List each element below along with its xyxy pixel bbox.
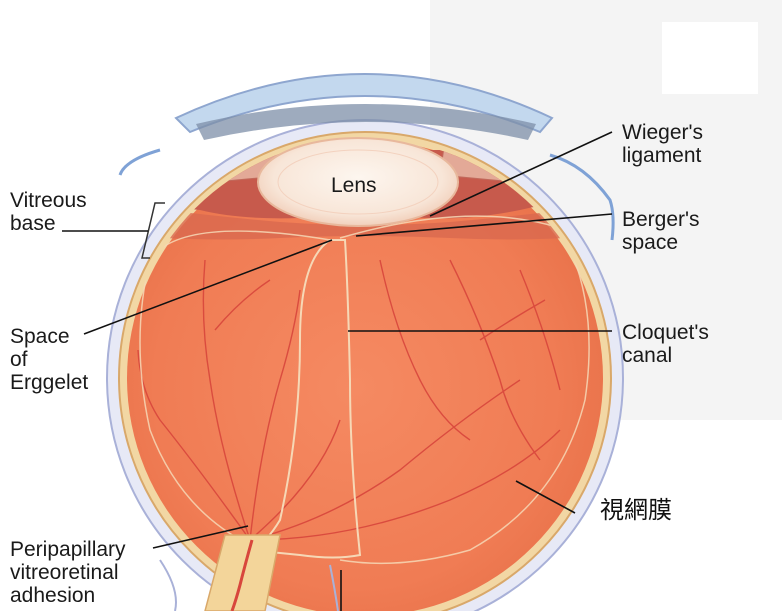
label-peripapillary-adhesion: Peripapillary vitreoretinal adhesion bbox=[10, 538, 126, 607]
label-space-of-erggelet: Space of Erggelet bbox=[10, 325, 88, 394]
label-cloquets-canal: Cloquet's canal bbox=[622, 321, 709, 367]
label-wiegers-ligament: Wieger's ligament bbox=[622, 121, 703, 167]
label-vitreous-base: Vitreous base bbox=[10, 189, 87, 235]
label-bergers-space: Berger's space bbox=[622, 208, 700, 254]
background-white-patch bbox=[662, 22, 758, 94]
conjunctiva-left bbox=[120, 150, 160, 175]
label-retina-cjk: 視網膜 bbox=[600, 497, 672, 523]
label-lens: Lens bbox=[331, 174, 377, 197]
